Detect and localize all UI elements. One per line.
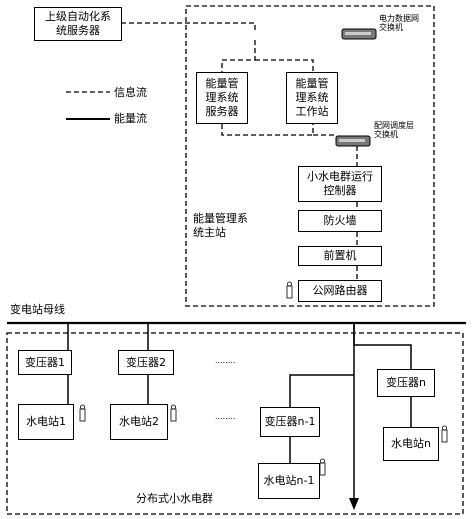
dispatch-switch-icon (335, 135, 371, 147)
router-box: 公网路由器 (298, 280, 382, 302)
station-1-antenna-icon (79, 404, 86, 422)
info-flow-links (121, 22, 358, 280)
cluster-boundary (6, 332, 464, 515)
transformer-1-box: 变压器1 (18, 350, 72, 375)
transformer-2-label: 变压器2 (126, 355, 166, 369)
station-1-box: 水电站1 (18, 404, 74, 440)
front-end-box: 前置机 (298, 246, 382, 266)
station-n-box: 水电站n (383, 427, 439, 461)
power-switch-label: 电力数据网交换机 (379, 14, 419, 32)
ellipsis-top: ........ (215, 356, 236, 365)
router-antenna-icon (286, 281, 293, 299)
transformer-2-box: 变压器2 (118, 350, 174, 375)
station-1-label: 水电站1 (26, 415, 66, 428)
station-2-box: 水电站2 (110, 404, 168, 440)
ellipsis-bottom: ........ (215, 412, 236, 421)
upper-server-box: 上级自动化系统服务器 (34, 7, 122, 41)
front-end-label: 前置机 (323, 249, 357, 262)
firewall-label: 防火墙 (323, 214, 357, 227)
station-n-antenna-icon (441, 425, 448, 443)
controller-label: 小水电群运行控制器 (307, 170, 373, 197)
station-2-antenna-icon (170, 404, 177, 422)
transformer-1-label: 变压器1 (25, 355, 65, 369)
main-station-label: 能量管理系统主站 (193, 212, 248, 239)
dispatch-switch-label: 配网调度层交换机 (374, 121, 414, 139)
transformer-n1-label: 变压器n-1 (264, 415, 316, 428)
energy-arrow-head (349, 498, 359, 510)
upper-server-label: 上级自动化系统服务器 (45, 10, 111, 37)
power-switch-icon (341, 28, 377, 40)
transformer-n-box: 变压器n (377, 369, 435, 397)
legend-energy-label: 能量流 (114, 112, 147, 125)
transformer-n-label: 变压器n (386, 376, 426, 389)
cluster-label: 分布式小水电群 (136, 492, 213, 505)
busbar-label: 变电站母线 (10, 303, 65, 316)
controller-box: 小水电群运行控制器 (298, 166, 382, 202)
station-n1-antenna-icon (319, 458, 326, 476)
ems-server-label: 能量管理系统服务器 (205, 77, 239, 118)
ems-server-box: 能量管理系统服务器 (196, 72, 248, 124)
station-n1-box: 水电站n-1 (258, 463, 320, 499)
energy-flow-links (67, 323, 412, 500)
ems-workstation-label: 能量管理系统工作站 (295, 77, 329, 118)
router-label: 公网路由器 (312, 284, 368, 297)
legend-info-label: 信息流 (114, 86, 147, 99)
firewall-box: 防火墙 (298, 210, 382, 232)
station-n-label: 水电站n (391, 437, 431, 450)
station-n1-label: 水电站n-1 (263, 474, 315, 487)
transformer-n1-box: 变压器n-1 (260, 407, 320, 437)
station-2-label: 水电站2 (119, 415, 159, 428)
main-station-boundary (185, 5, 435, 307)
ems-workstation-box: 能量管理系统工作站 (286, 72, 338, 124)
